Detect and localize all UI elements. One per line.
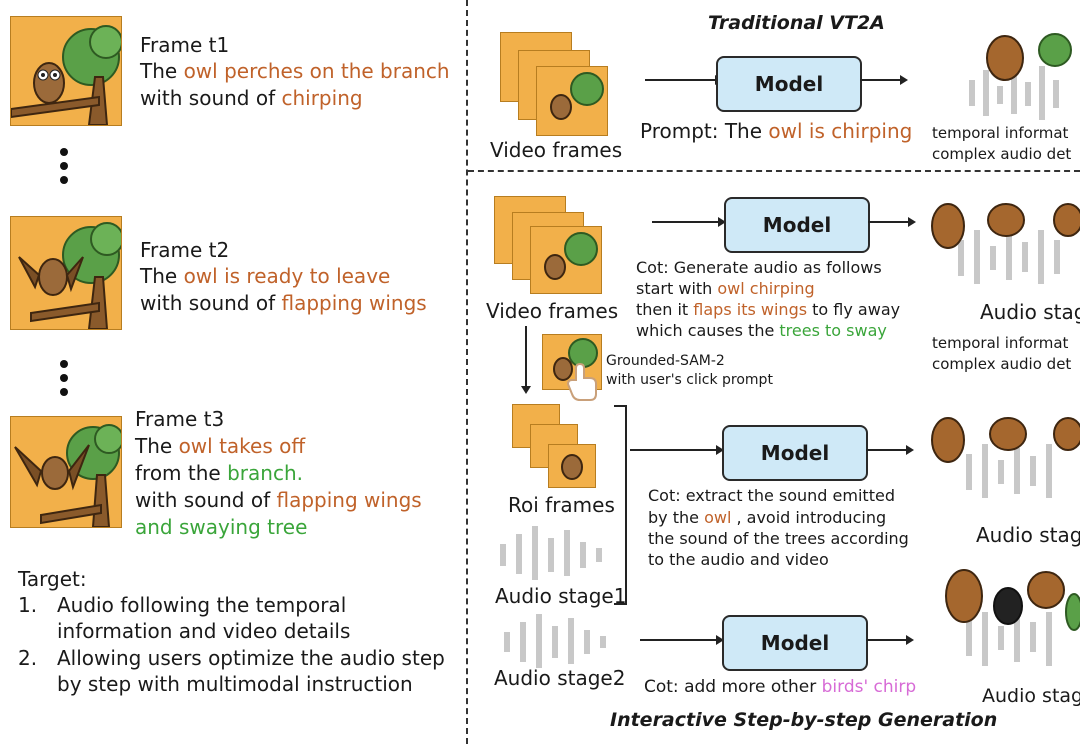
target-item2-line2: by step with multimodal instruction xyxy=(57,672,413,696)
ellipsis-dot xyxy=(60,176,68,184)
target-item1-line2: information and video details xyxy=(57,619,351,643)
frame-t1-image xyxy=(10,16,122,126)
arrow-right xyxy=(860,75,908,85)
stage1-output-line2: complex audio det xyxy=(932,355,1072,373)
frame-t3-line2: from the branch. xyxy=(135,461,303,485)
arrow-right xyxy=(645,75,723,85)
frame-t3-image xyxy=(10,416,122,528)
traditional-video-label: Video frames xyxy=(490,138,623,162)
target-item2-num: 2. xyxy=(18,646,38,670)
traditional-title: Traditional VT2A xyxy=(708,12,885,34)
sam-label-line2: with user's click prompt xyxy=(606,372,773,388)
stage1-output-label: Audio stage xyxy=(980,300,1080,324)
traditional-output-line1: temporal informat xyxy=(932,124,1069,142)
target-item1-line1: Audio following the temporal xyxy=(57,593,347,617)
bracket xyxy=(614,405,627,605)
stage2-cot-line4: to the audio and video xyxy=(648,550,829,569)
frame-t2-line1: The owl is ready to leave xyxy=(140,264,391,288)
ellipsis-dot xyxy=(60,374,68,382)
stage3-output-label: Audio stag xyxy=(982,685,1080,707)
stage3-model-box: Model xyxy=(722,615,868,671)
ellipsis-dot xyxy=(60,162,68,170)
arrow-right xyxy=(640,635,724,645)
ellipsis-dot xyxy=(60,388,68,396)
traditional-output-waveform xyxy=(969,33,1072,120)
arrow-right xyxy=(868,217,916,227)
frame-t1-line1: The owl perches on the branch xyxy=(140,59,450,83)
stage1-cot-line1: Cot: Generate audio as follows xyxy=(636,258,882,277)
stage3-output-waveform xyxy=(945,569,1080,666)
traditional-output-line2: complex audio det xyxy=(932,145,1072,163)
frame-t2-line2: with sound of flapping wings xyxy=(140,291,427,315)
roi-frame-front xyxy=(548,444,596,488)
roi-frames-label: Roi frames xyxy=(508,493,615,517)
target-item1-num: 1. xyxy=(18,593,38,617)
frame-t1-title: Frame t1 xyxy=(140,33,230,57)
arrow-right xyxy=(652,217,726,227)
traditional-prompt: Prompt: The owl is chirping xyxy=(640,119,913,143)
arrow-down xyxy=(521,326,531,394)
frame-t3-line4: and swaying tree xyxy=(135,515,308,539)
audio-stage1-label: Audio stage1 xyxy=(495,584,627,608)
frame-t1-line2: with sound of chirping xyxy=(140,86,363,110)
target-item2-line1: Allowing users optimize the audio step xyxy=(57,646,445,670)
audio-stage2-waveform xyxy=(504,614,606,668)
audio-stage1-waveform xyxy=(500,526,602,580)
traditional-model-box: Model xyxy=(716,56,862,112)
vertical-divider xyxy=(466,0,468,744)
horizontal-divider xyxy=(468,170,1080,172)
stage3-cot: Cot: add more other birds' chirp xyxy=(644,677,917,697)
stage2-model-box: Model xyxy=(722,425,868,481)
frame-t3-line1: The owl takes off xyxy=(135,434,306,458)
stage1-cot-line3: then it flaps its wings to fly away xyxy=(636,300,901,319)
hand-cursor-icon xyxy=(566,362,597,401)
ellipsis-dot xyxy=(60,148,68,156)
stage1-output-line1: temporal informat xyxy=(932,334,1069,352)
stage2-output-label: Audio stage xyxy=(976,523,1080,547)
arrow-right xyxy=(866,445,914,455)
video-frame-stack-front xyxy=(530,226,602,294)
frame-t2-title: Frame t2 xyxy=(140,238,230,262)
sam-label-line1: Grounded-SAM-2 xyxy=(606,353,725,369)
target-heading: Target: xyxy=(18,567,87,591)
stage2-cot-line3: the sound of the trees according xyxy=(648,529,909,548)
arrow-right xyxy=(630,445,724,455)
stage2-cot-line1: Cot: extract the sound emitted xyxy=(648,486,895,505)
stage2-cot-line2: by the owl , avoid introducing xyxy=(648,508,887,527)
ellipsis-dot xyxy=(60,360,68,368)
arrow-right xyxy=(866,635,914,645)
interactive-video-label: Video frames xyxy=(486,299,619,323)
stage2-output-waveform xyxy=(931,417,1080,498)
interactive-footer-title: Interactive Step-by-step Generation xyxy=(610,709,998,731)
stage1-cot-line2: start with owl chirping xyxy=(636,279,815,298)
stage1-cot-line4: which causes the trees to sway xyxy=(636,321,887,340)
audio-stage2-label: Audio stage2 xyxy=(494,666,626,690)
frame-t3-title: Frame t3 xyxy=(135,407,225,431)
stage1-output-waveform xyxy=(931,203,1080,284)
frame-t2-image xyxy=(10,216,122,330)
video-frame-stack-front xyxy=(536,66,608,136)
frame-t3-line3: with sound of flapping wings xyxy=(135,488,422,512)
stage1-model-box: Model xyxy=(724,197,870,253)
